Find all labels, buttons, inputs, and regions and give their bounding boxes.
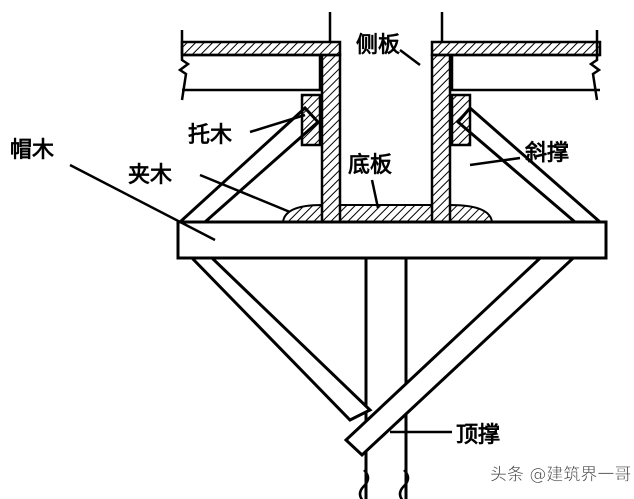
label-diagonal-brace: 斜撑 [524, 140, 569, 166]
label-bottom-plate: 底板 [348, 152, 393, 178]
watermark: 头条 @建筑界一哥 [490, 465, 631, 485]
top-brace-post [358, 256, 410, 499]
label-top-brace: 顶撑 [456, 423, 500, 448]
lower-left-brace [188, 256, 373, 422]
cap-wood-beam [176, 220, 608, 260]
bottom-plate [281, 203, 494, 223]
label-side-plate: 侧板 [356, 33, 401, 58]
leader-lines [69, 49, 521, 434]
label-clamp-wood: 夹木 [128, 163, 173, 188]
left-support-wood [300, 93, 322, 147]
right-support-wood [450, 93, 472, 147]
label-cap-wood: 帽木 [10, 138, 55, 163]
label-support-wood: 托木 [188, 123, 233, 148]
